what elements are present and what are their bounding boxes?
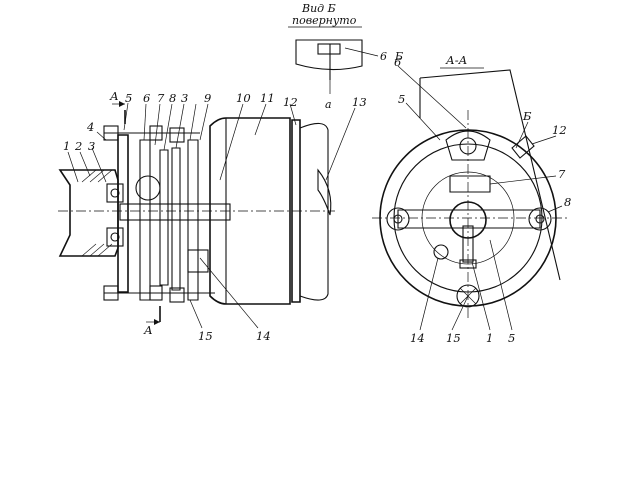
section-aa-title: А-А bbox=[445, 53, 467, 67]
latch-pin bbox=[459, 137, 477, 155]
bearing-bottom-ball bbox=[110, 232, 120, 242]
bearing-bottom bbox=[106, 227, 124, 247]
left-label-7: 7 bbox=[157, 91, 165, 105]
latch-top bbox=[445, 130, 491, 161]
disc-5 bbox=[117, 134, 129, 293]
view-b-subtitle: повернуто bbox=[292, 14, 357, 27]
bearing-top-ball bbox=[110, 188, 120, 198]
left-label-3a: 3 bbox=[88, 139, 95, 153]
clamp-7 bbox=[449, 175, 491, 193]
aa-label-8: 8 bbox=[564, 195, 571, 209]
aa-label-b: Б bbox=[522, 109, 532, 123]
marker-a-bottom-label: А bbox=[143, 323, 153, 337]
view-b-title: Вид Б bbox=[301, 2, 336, 15]
aa-label-15: 15 bbox=[446, 331, 461, 345]
housing-left bbox=[58, 169, 119, 257]
view-b-inset: Вид Б повернуто а 6 Б bbox=[288, 2, 403, 111]
left-leaders bbox=[67, 102, 356, 329]
shaft bbox=[119, 203, 231, 221]
pivot-left-pin bbox=[393, 214, 403, 224]
aa-label-12: 12 bbox=[552, 123, 567, 137]
bracket-outline bbox=[419, 69, 561, 281]
marker-a-top-head bbox=[119, 101, 125, 107]
view-b-leader-6 bbox=[344, 47, 379, 57]
aa-label-7: 7 bbox=[558, 167, 566, 181]
left-label-14: 14 bbox=[256, 329, 271, 343]
pivot-right-pin bbox=[535, 214, 545, 224]
ball-joint bbox=[135, 175, 161, 201]
left-label-9: 9 bbox=[204, 91, 211, 105]
bolt-bottom-right bbox=[169, 287, 185, 303]
left-label-1: 1 bbox=[63, 139, 70, 153]
view-b-slot bbox=[317, 43, 341, 55]
hub-ring bbox=[421, 171, 515, 265]
left-section-view: А А 1 2 3 4 5 6 bbox=[58, 89, 367, 343]
drum-11 bbox=[209, 117, 291, 305]
aa-leaders bbox=[397, 65, 563, 331]
section-aa-view: А-А bbox=[372, 53, 571, 345]
key bbox=[462, 225, 474, 263]
left-label-10: 10 bbox=[236, 91, 251, 105]
view-b-label-a: а bbox=[325, 98, 332, 111]
aa-label-6: 6 bbox=[394, 55, 401, 69]
flange-12 bbox=[291, 119, 301, 303]
outer-ring bbox=[379, 129, 557, 307]
left-label-2: 2 bbox=[74, 139, 82, 153]
left-label-12: 12 bbox=[283, 95, 298, 109]
view-b-label-b: Б bbox=[394, 50, 403, 63]
central-shaft bbox=[449, 201, 487, 239]
pin-12 bbox=[511, 135, 535, 159]
left-label-3b: 3 bbox=[181, 91, 188, 105]
pivot-right bbox=[528, 207, 552, 231]
left-label-11: 11 bbox=[260, 91, 275, 105]
marker-a-top-label: А bbox=[109, 89, 119, 103]
lever-arm bbox=[397, 209, 541, 229]
disc-8 bbox=[171, 147, 181, 291]
cam-13 bbox=[317, 168, 332, 216]
aa-label-5-bottom: 5 bbox=[508, 331, 515, 345]
disc-7 bbox=[159, 149, 169, 286]
left-label-8: 8 bbox=[169, 91, 176, 105]
hole-14 bbox=[433, 244, 449, 260]
pulley-13 bbox=[299, 122, 329, 301]
left-label-4: 4 bbox=[86, 120, 94, 134]
aa-label-5-top: 5 bbox=[398, 92, 405, 106]
left-label-15: 15 bbox=[198, 329, 213, 343]
left-label-5: 5 bbox=[125, 91, 132, 105]
view-b-label-6: 6 bbox=[380, 50, 387, 63]
pivot-left bbox=[386, 207, 410, 231]
key-foot bbox=[459, 259, 477, 269]
bolt-top-right bbox=[169, 127, 185, 143]
left-label-13: 13 bbox=[352, 95, 367, 109]
view-b-outline bbox=[295, 39, 363, 71]
aa-label-14: 14 bbox=[410, 331, 425, 345]
disc-9 bbox=[187, 139, 199, 301]
marker-a-bottom-head bbox=[154, 319, 160, 325]
bolt-bottom bbox=[456, 284, 480, 308]
bearing-top bbox=[106, 183, 124, 203]
aa-label-1: 1 bbox=[486, 331, 493, 345]
spring-cup bbox=[187, 249, 209, 273]
left-label-6: 6 bbox=[143, 91, 150, 105]
